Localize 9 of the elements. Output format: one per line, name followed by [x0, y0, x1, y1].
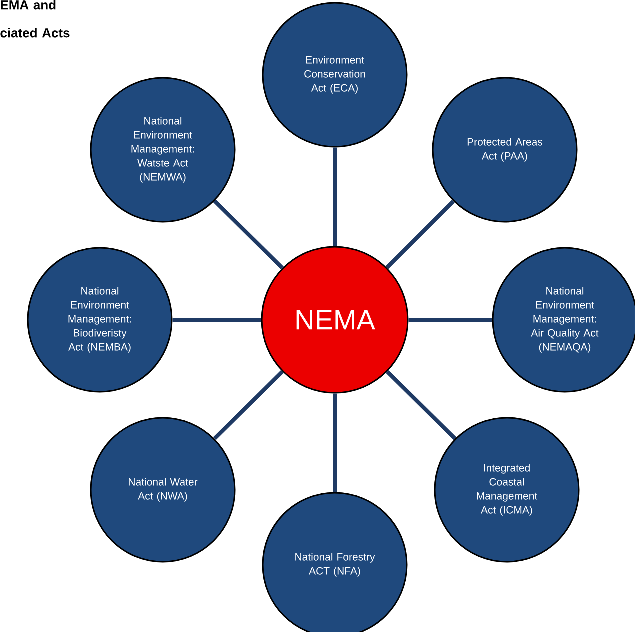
title: EMA and ciated Acts — [0, 0, 70, 38]
connector-line — [333, 148, 337, 246]
connector-line — [386, 200, 455, 270]
connector-line — [213, 370, 284, 440]
connector-line — [408, 318, 492, 322]
connector-line — [213, 200, 284, 270]
connector-line — [386, 370, 457, 440]
connector-line — [172, 318, 262, 322]
connector-line — [333, 394, 337, 492]
